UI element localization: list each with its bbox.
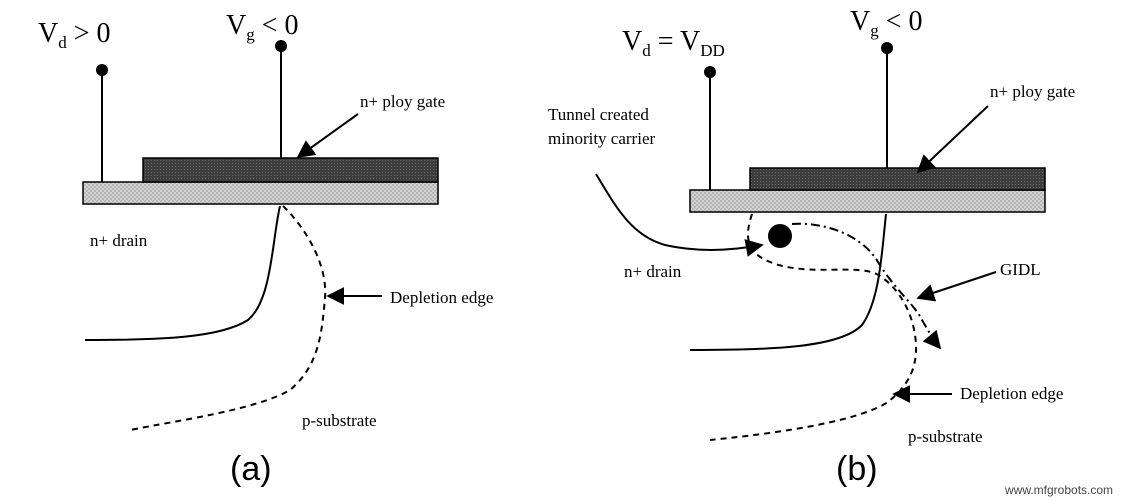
panel-b-gidl-label: GIDL [1000,260,1041,279]
panel-a-gate-voltage: Vg < 0 [226,10,299,44]
panel-a-substrate-label: p-substrate [302,411,377,430]
panel-a-junction-curve [84,205,281,341]
panel-a-poly-gate [142,157,439,183]
panel-b-tunnel-label-line2: minority carrier [548,129,655,148]
panel-b-poly-gate [749,167,1046,191]
panel-b-drain-label: n+ drain [624,262,682,281]
panel-b-drain-voltage: Vd = VDD [622,26,725,60]
panel-b-depletion-label: Depletion edge [960,384,1063,403]
panel-b-gidl-path [791,222,942,350]
panel-b-tunnel-label-line1: Tunnel created [548,105,649,124]
panel-a: Vd > 0 Vg < 0 n+ ploy gate n+ drain Depl… [38,10,493,488]
panel-b-gidl-arrow [916,271,997,302]
panel-b-gate-voltage: Vg < 0 [850,6,923,40]
panel-a-depletion-curve [129,205,327,431]
panel-b-gate-arrow [916,105,989,174]
panel-a-depletion-label: Depletion edge [390,288,493,307]
panel-a-gate-label: n+ ploy gate [360,92,445,111]
panel-a-caption: (a) [230,450,272,488]
panel-b-gate-oxide [689,189,1046,213]
panel-b-depletion-curve [709,213,918,441]
panel-b-junction-curve [689,213,887,351]
panel-a-drain-label: n+ drain [90,231,148,250]
panel-b-tunnel-arrow [595,173,764,257]
panel-a-gate-arrow [296,113,359,159]
panel-b-substrate-label: p-substrate [908,427,983,446]
panel-a-drain-voltage: Vd > 0 [38,18,111,52]
panel-a-gate-oxide [82,181,439,205]
watermark-text: www.mfgrobots.com [1004,483,1113,497]
panel-b-caption: (b) [836,450,878,488]
panel-b-gate-label: n+ ploy gate [990,82,1075,101]
panel-b-minority-carrier [768,224,792,248]
panel-b: Vd = VDD Vg < 0 n+ ploy gate Tunnel crea… [548,6,1075,488]
